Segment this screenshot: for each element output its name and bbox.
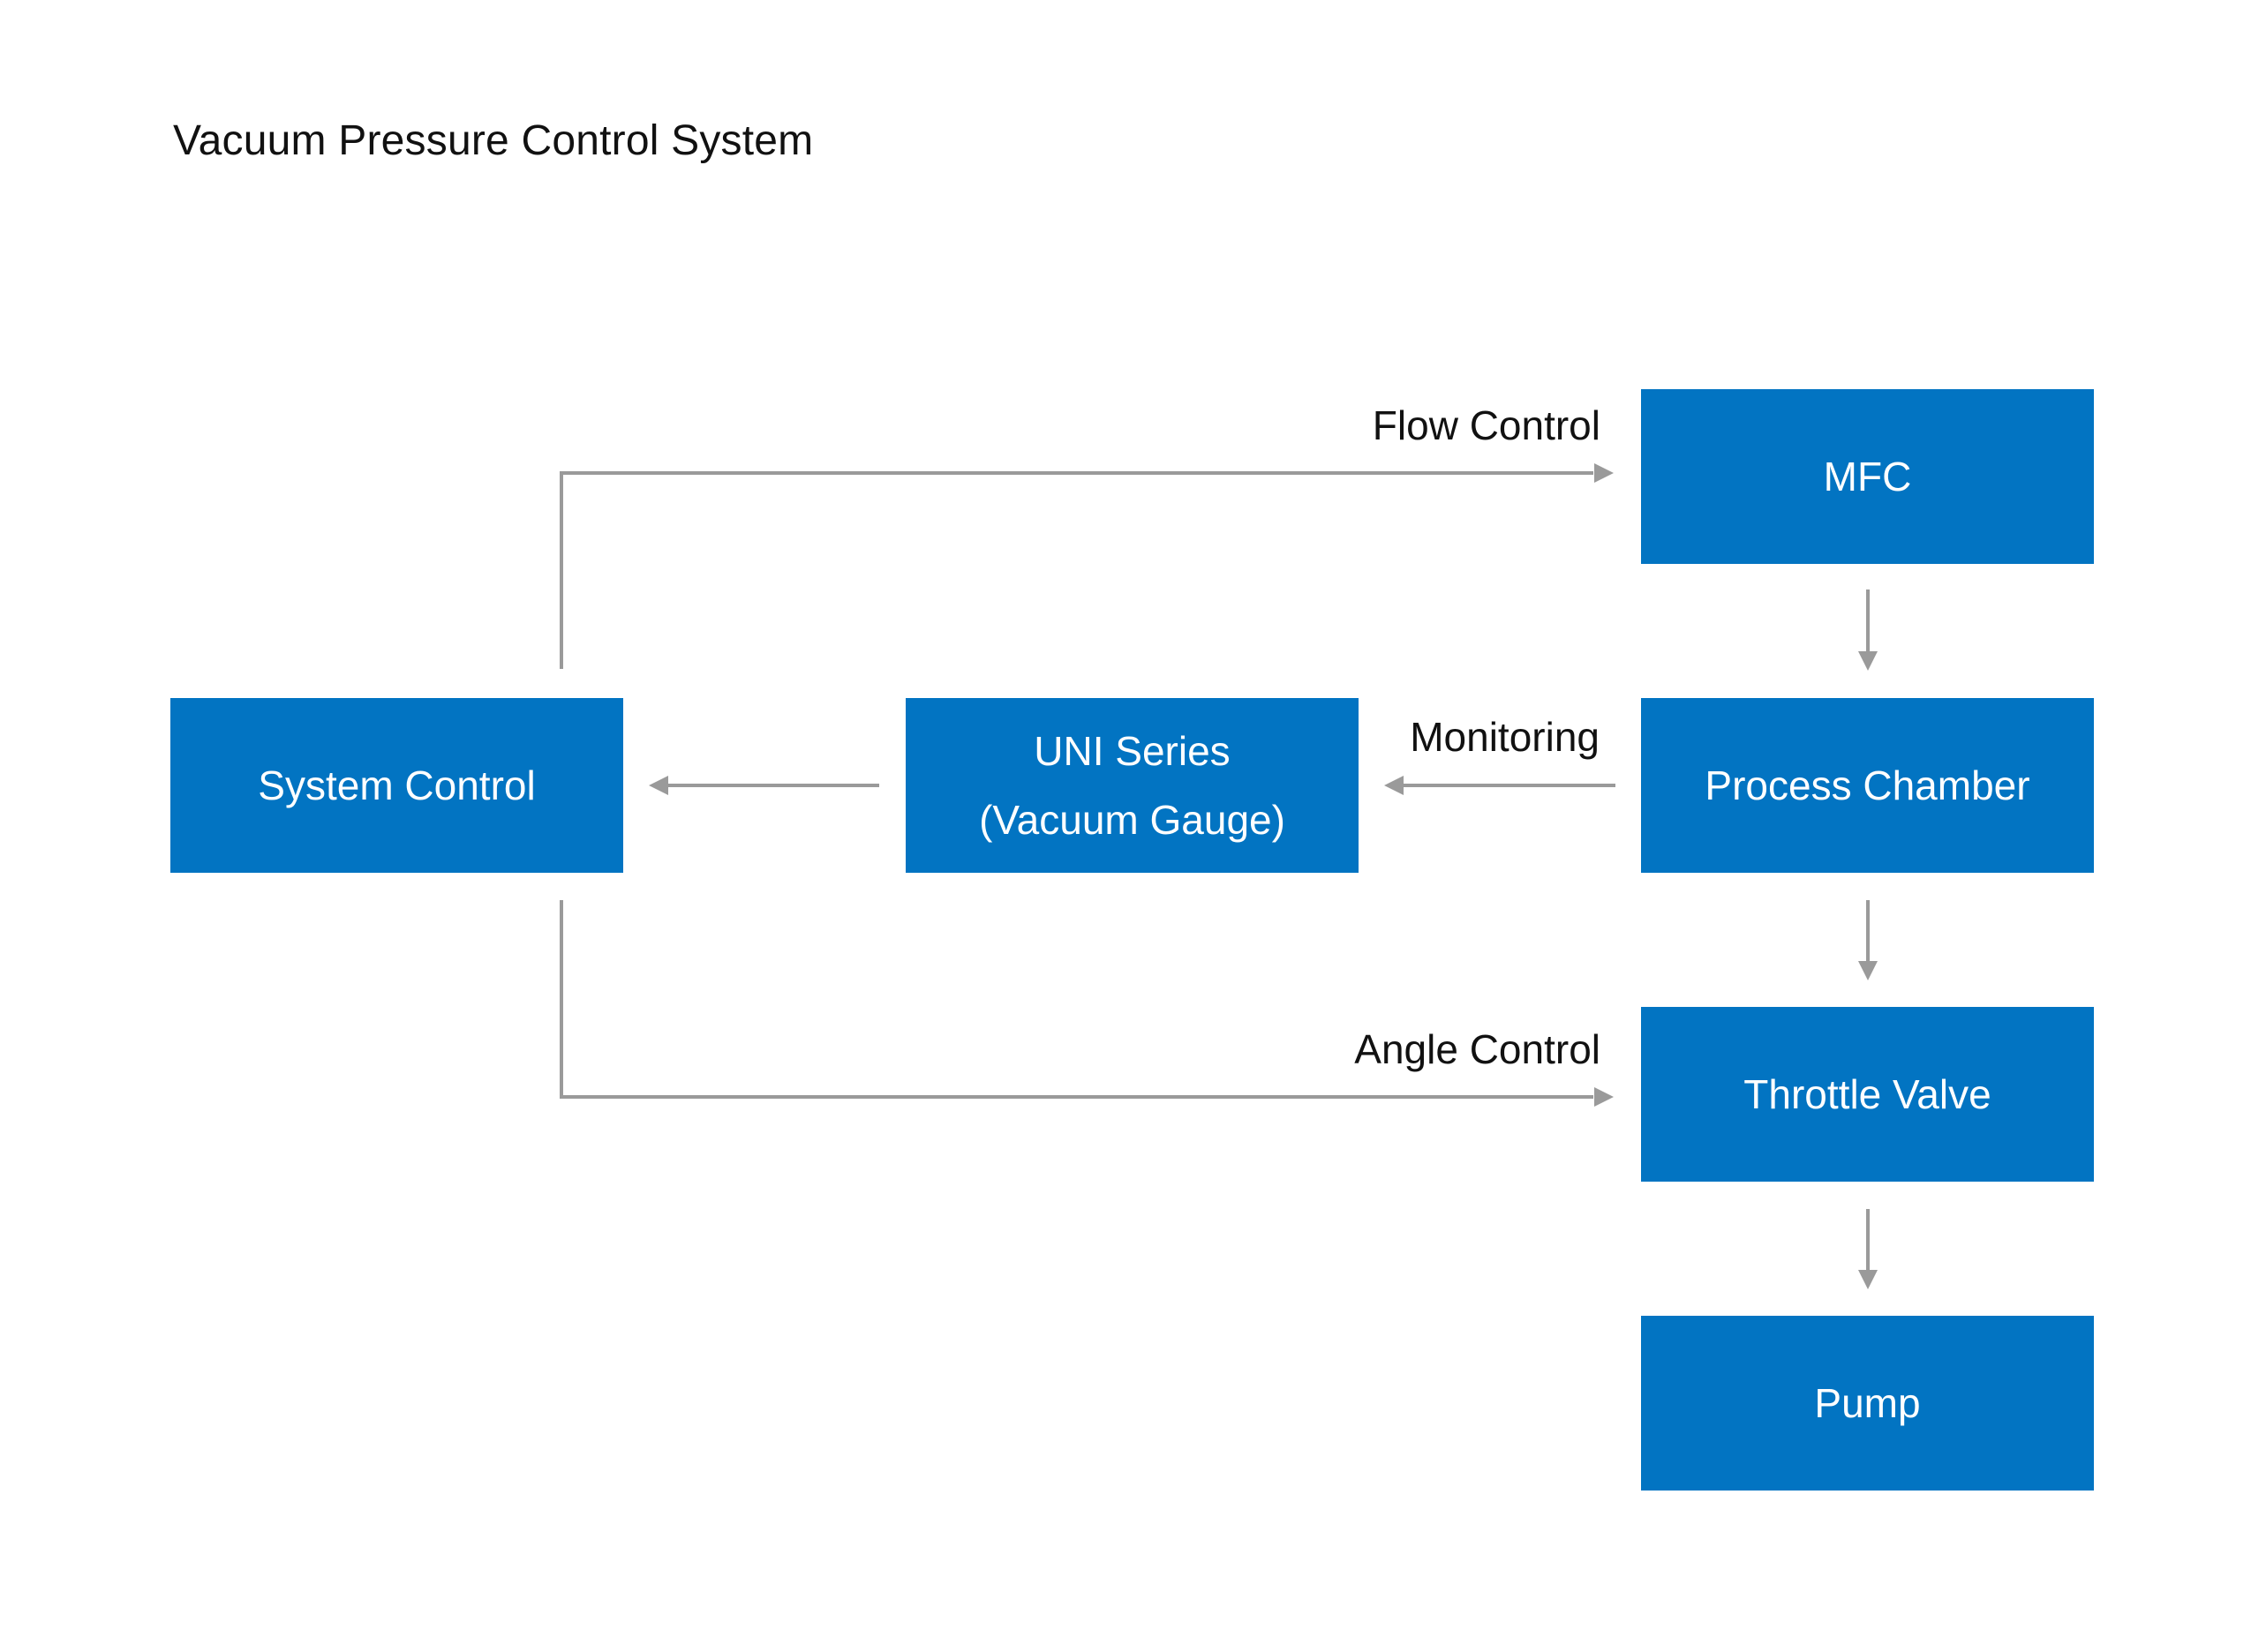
uni-series-label: UNI Series: [1034, 728, 1231, 774]
monitoring-label: Monitoring: [1410, 714, 1600, 760]
valve-to-pump-arrowhead: [1858, 1270, 1878, 1289]
throttle-valve-label: Throttle Valve: [1743, 1071, 1991, 1117]
flow-control-connector: [560, 471, 1593, 669]
mfc-to-chamber-arrowhead: [1858, 651, 1878, 671]
page-title: Vacuum Pressure Control System: [173, 117, 814, 164]
angle-control-label: Angle Control: [1354, 1026, 1600, 1072]
process-chamber-node: Process Chamber: [1641, 698, 2094, 873]
vacuum-gauge-label: (Vacuum Gauge): [979, 797, 1285, 843]
system-control-label: System Control: [258, 762, 536, 808]
process-chamber-label: Process Chamber: [1705, 762, 2030, 808]
flow-control-arrowhead: [1594, 463, 1614, 483]
pump-node: Pump: [1641, 1316, 2094, 1491]
system-control-node: System Control: [170, 698, 623, 873]
angle-control-arrowhead: [1594, 1087, 1614, 1107]
throttle-valve-node: Throttle Valve: [1641, 1007, 2094, 1182]
uni-series-node: UNI Series (Vacuum Gauge): [906, 698, 1359, 873]
gauge-to-system-arrowhead: [649, 776, 668, 795]
angle-control-connector: [560, 900, 1593, 1099]
monitoring-arrowhead: [1384, 776, 1404, 795]
mfc-label: MFC: [1823, 454, 1912, 499]
mfc-node: MFC: [1641, 389, 2094, 564]
chamber-to-valve-arrowhead: [1858, 961, 1878, 980]
flow-control-label: Flow Control: [1372, 402, 1600, 448]
pump-label: Pump: [1814, 1380, 1921, 1426]
